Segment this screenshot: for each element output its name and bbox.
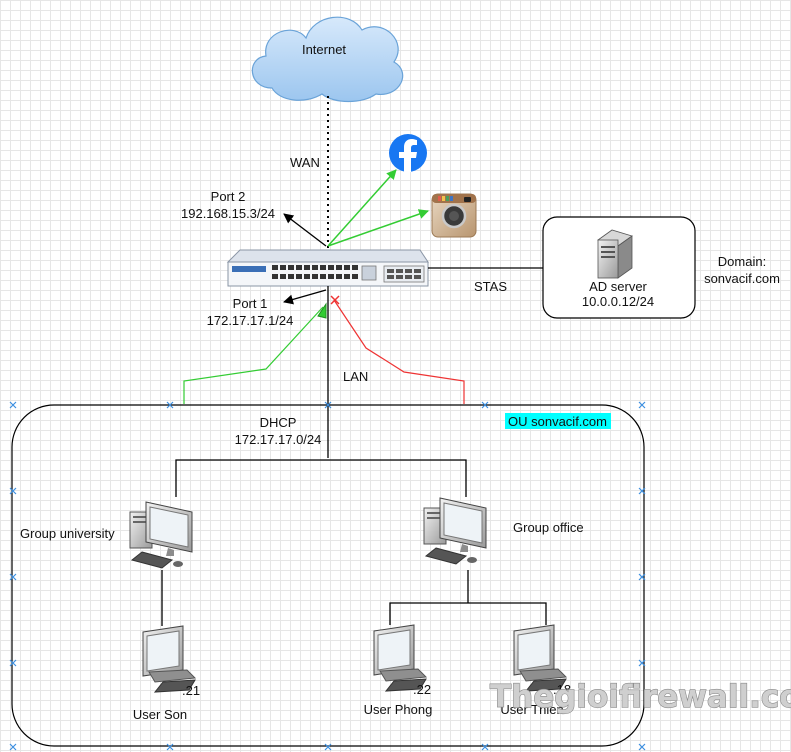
stas-label: STAS <box>474 279 507 294</box>
facebook-icon <box>389 134 427 172</box>
domain-label: Domain: <box>718 254 766 269</box>
port2-ip: 192.168.15.3/24 <box>181 206 275 221</box>
lan-label: LAN <box>343 369 368 384</box>
port1-arrow <box>283 289 327 305</box>
user-thien-name: User Thien <box>500 702 563 717</box>
office-branch-lines <box>389 570 547 625</box>
wan-label: WAN <box>290 155 320 170</box>
user-thien-suffix: .18 <box>553 682 571 697</box>
domain-value: sonvacif.com <box>704 271 780 286</box>
ou-highlight <box>505 413 611 429</box>
ou-label: OU sonvacif.com <box>508 414 607 429</box>
dhcp-subnet: 172.17.17.0/24 <box>235 432 322 447</box>
cloud-icon: Internet <box>251 16 404 103</box>
firewall-appliance-icon <box>226 249 429 287</box>
watermark: Thegioifirewall.com <box>490 679 791 715</box>
workstation-icon <box>129 501 193 569</box>
selection-handles <box>9 401 646 751</box>
user-phong-suffix: .22 <box>413 682 431 697</box>
ad-server-name: AD server <box>589 279 647 294</box>
lan-branch-lines <box>175 459 467 497</box>
port2-arrow <box>283 213 327 247</box>
server-icon <box>597 229 633 279</box>
port1-ip: 172.17.17.1/24 <box>207 313 294 328</box>
ad-server-ip: 10.0.0.12/24 <box>582 294 654 309</box>
user-son-suffix: .21 <box>182 683 200 698</box>
dhcp-label: DHCP <box>260 415 297 430</box>
allowed-path-lan <box>183 306 324 404</box>
allowed-path-facebook <box>327 169 397 247</box>
internet-label: Internet <box>302 42 346 57</box>
workstation-icon <box>423 497 487 565</box>
blocked-path <box>333 299 465 404</box>
user-phong-name: User Phong <box>364 702 433 717</box>
group-office-label: Group office <box>513 520 584 535</box>
group-university-label: Group university <box>20 526 115 541</box>
allowed-path-instagram <box>327 209 429 247</box>
instagram-icon <box>431 193 477 238</box>
blocked-x-icon <box>330 295 340 305</box>
user-son-name: User Son <box>133 707 187 722</box>
port1-name: Port 1 <box>233 296 268 311</box>
allowed-path-arrowhead <box>317 302 327 319</box>
port2-name: Port 2 <box>211 189 246 204</box>
